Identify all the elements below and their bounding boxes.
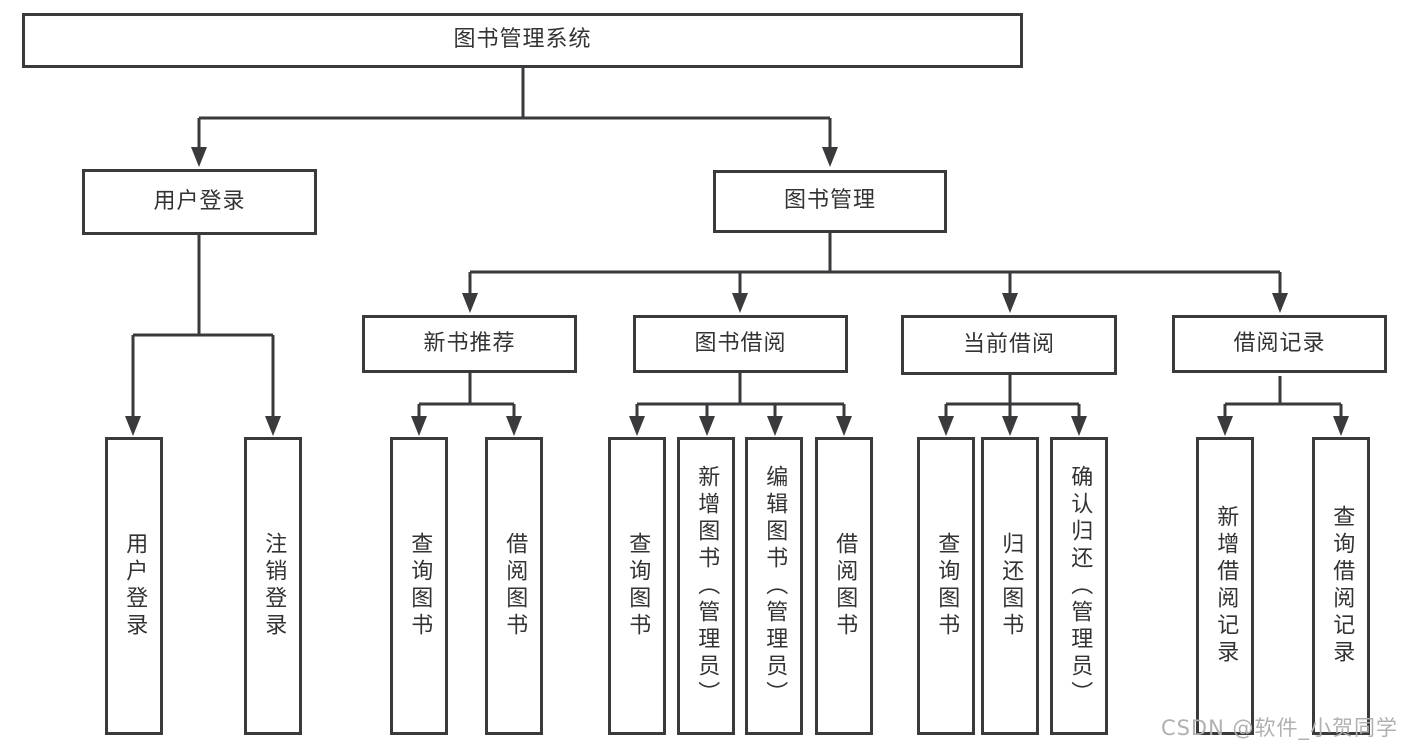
- leaf-query-books-borrow: 查询图书: [608, 437, 666, 735]
- node-current-borrowing: 当前借阅: [901, 315, 1117, 375]
- node-new-book-recommendation: 新书推荐: [362, 315, 577, 373]
- leaf-user-login: 用户登录: [105, 437, 163, 735]
- watermark: CSDN @软件_小贺同学: [1160, 716, 1398, 740]
- leaf-logout: 注销登录: [244, 437, 302, 735]
- node-book-borrowing: 图书借阅: [633, 315, 848, 373]
- leaf-query-books-recommend: 查询图书: [390, 437, 448, 735]
- node-user-login: 用户登录: [82, 169, 317, 235]
- leaf-borrow-books-borrow: 借阅图书: [815, 437, 873, 735]
- leaf-query-borrow-record: 查询借阅记录: [1312, 437, 1370, 735]
- leaf-edit-book-admin: 编辑图书（管理员）: [745, 437, 803, 735]
- leaf-add-borrow-record: 新增借阅记录: [1196, 437, 1254, 735]
- leaf-borrow-books-recommend: 借阅图书: [485, 437, 543, 735]
- node-root: 图书管理系统: [22, 13, 1023, 68]
- node-borrowing-records: 借阅记录: [1172, 315, 1387, 373]
- leaf-confirm-return-admin: 确认归还（管理员）: [1050, 437, 1108, 735]
- leaf-query-books-current: 查询图书: [917, 437, 975, 735]
- node-book-management: 图书管理: [713, 170, 947, 233]
- leaf-return-book: 归还图书: [981, 437, 1039, 735]
- leaf-add-book-admin: 新增图书（管理员）: [677, 437, 735, 735]
